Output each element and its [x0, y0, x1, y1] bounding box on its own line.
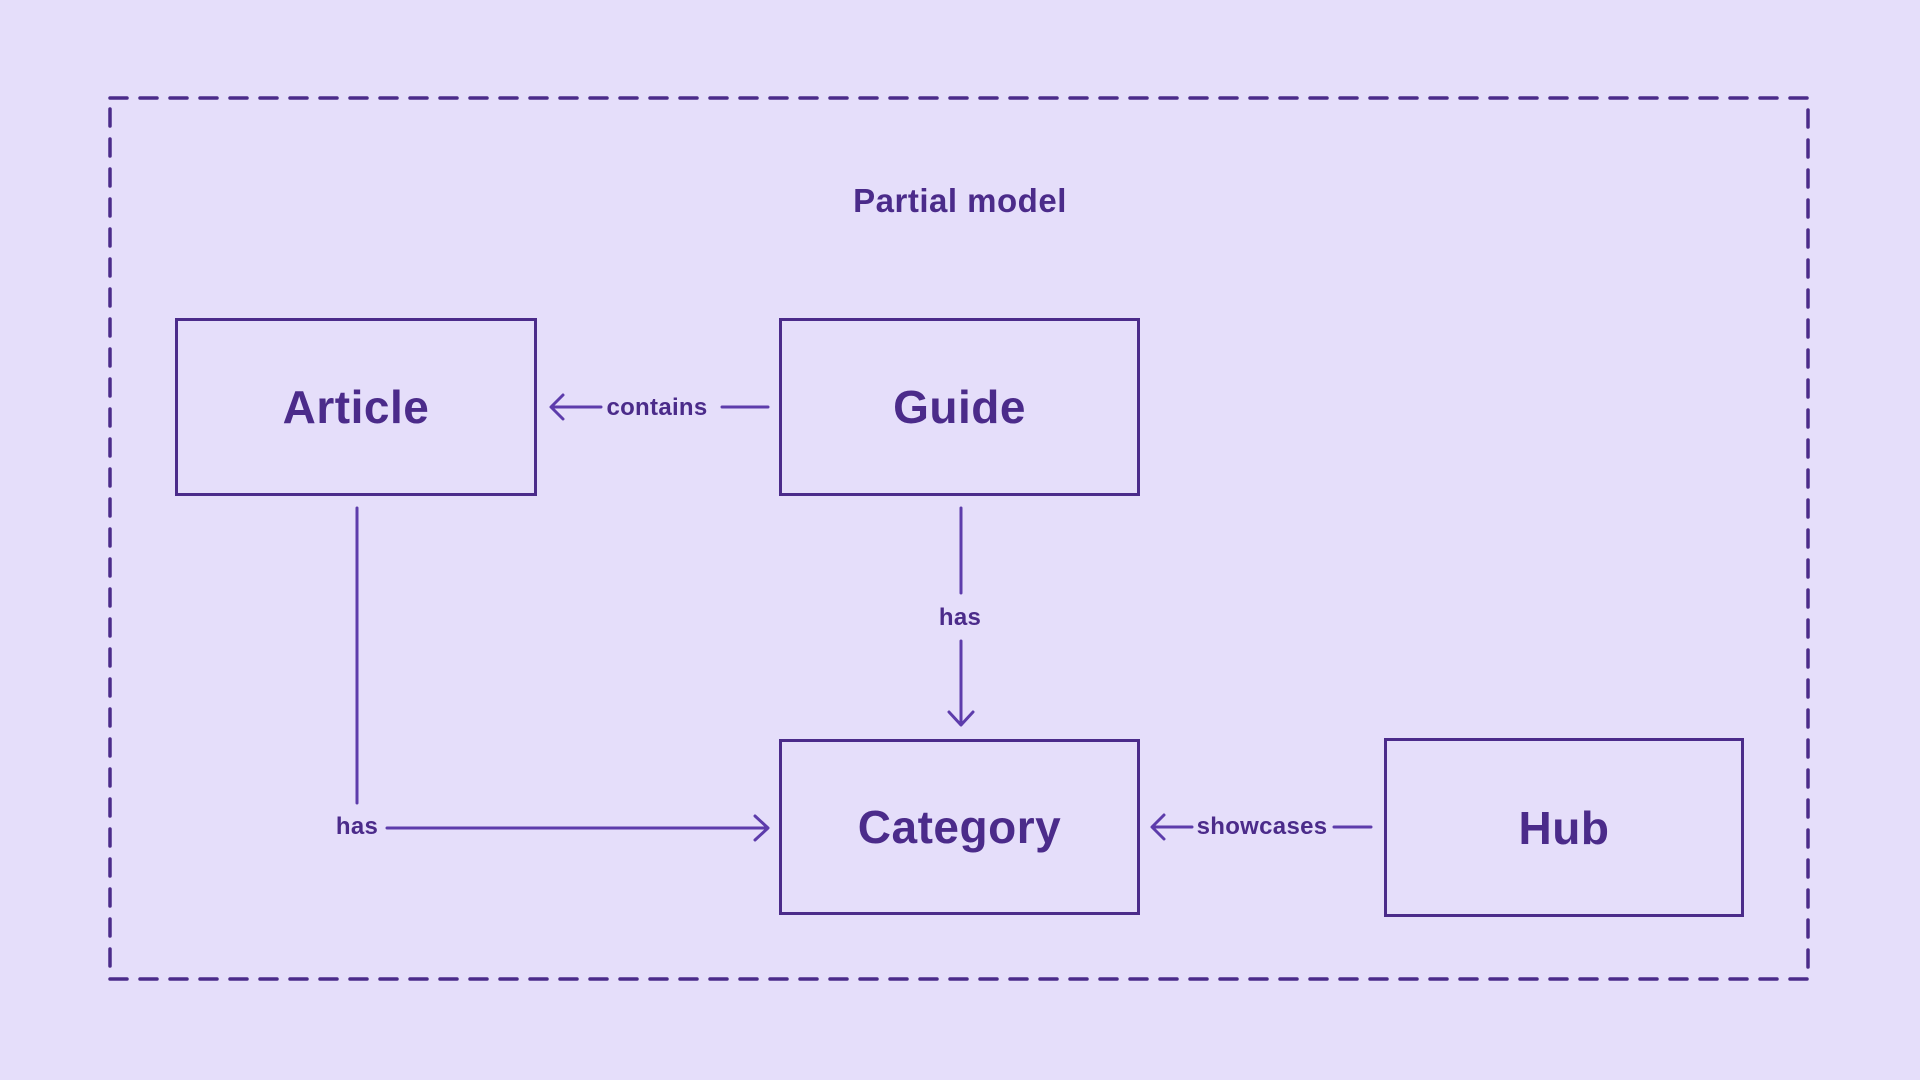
entity-label-article: Article [282, 381, 430, 433]
relation-label-contains: contains [606, 394, 708, 421]
showcases-arrowhead-left-icon [1150, 813, 1166, 841]
dashed-boundary [108, 96, 1810, 981]
entity-label-guide: Guide [893, 381, 1026, 433]
article-has-arrowhead-right-icon [753, 814, 770, 842]
relation-label-guide-has: has [938, 604, 982, 631]
diagram-title: Partial model [853, 182, 1067, 219]
entity-box-category: Category [779, 739, 1140, 915]
entity-label-hub: Hub [1518, 801, 1610, 854]
relation-label-showcases: showcases [1196, 813, 1328, 840]
contains-arrowhead-left-icon [549, 393, 565, 421]
relation-label-article-has: has [335, 813, 379, 840]
entity-box-hub: Hub [1384, 738, 1744, 917]
entity-box-guide: Guide [779, 318, 1140, 496]
entity-label-category: Category [857, 801, 1062, 853]
entity-box-article: Article [175, 318, 537, 496]
guide-has-arrowhead-down-icon [947, 710, 975, 727]
